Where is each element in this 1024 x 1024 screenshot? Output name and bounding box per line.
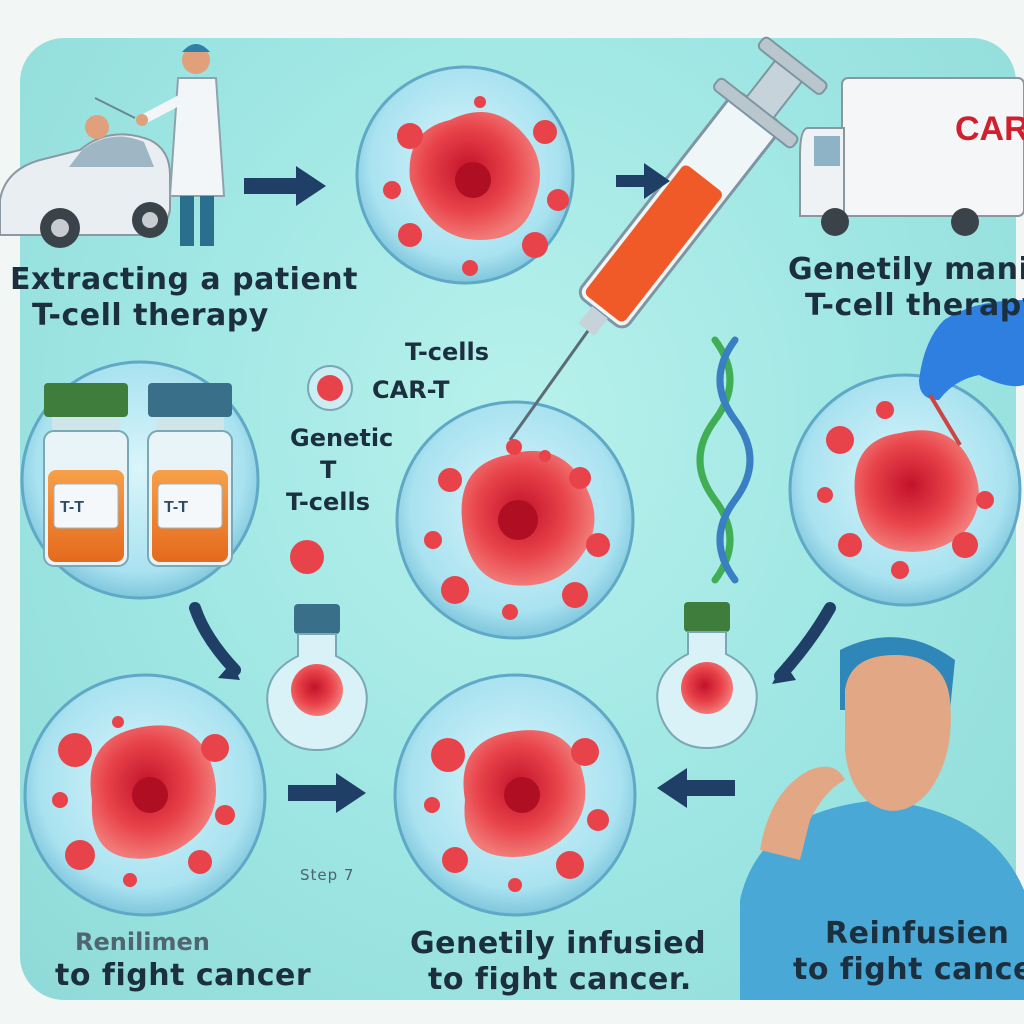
dish-right-middle <box>788 373 1022 607</box>
arrow-icon <box>288 773 366 813</box>
arrow-icon <box>772 662 796 684</box>
left-bottom-line1: Renilimen <box>75 928 210 956</box>
vial-label-right: T-T <box>164 499 188 516</box>
extracting-title-line1: Extracting a patient <box>10 262 358 297</box>
right-bottom-line1: Reinfusien <box>825 916 1010 951</box>
dish-bottom-left <box>23 673 267 917</box>
center-bottom-line1: Genetily infusied <box>410 926 707 961</box>
arrow-icon <box>657 768 735 808</box>
cell-icon <box>290 540 324 574</box>
surgeon-icon <box>740 637 1024 1000</box>
vial-icon <box>43 383 129 567</box>
genetic-line2: T <box>320 456 337 484</box>
t-cells-caption: T-cells <box>405 338 490 366</box>
step-label: Step 7 <box>300 866 355 884</box>
syringe-icon <box>506 36 828 455</box>
extracting-title-line2: T-cell therapy <box>32 298 269 333</box>
truck-icon <box>799 77 1024 236</box>
car-icon <box>0 115 171 248</box>
dish-bottom-center <box>393 673 637 917</box>
genetic-line1: Genetic <box>290 424 394 452</box>
center-bottom-line2: to fight cancer. <box>428 962 692 997</box>
truck-logo-text: CAR- <box>955 110 1024 148</box>
doctor-icon <box>94 44 226 246</box>
right-bottom-line2: to fight cancer <box>793 952 1024 987</box>
left-bottom-line2: to fight cancer <box>55 958 312 993</box>
arrow-icon <box>616 163 670 199</box>
vial-icon <box>147 383 233 567</box>
dish-center <box>395 400 635 640</box>
car-t-label: CAR-T <box>372 376 450 404</box>
flask-icon <box>266 604 368 752</box>
arrow-icon <box>774 602 836 682</box>
vials-dish-left <box>20 360 260 600</box>
genetic-line3: T-cells <box>286 488 371 516</box>
vial-label-left: T-T <box>60 499 84 516</box>
dish-top-center <box>355 65 575 285</box>
genetily-title-line2: T-cell therapy <box>805 288 1024 323</box>
arrow-icon <box>218 662 240 680</box>
flask-icon <box>656 602 758 750</box>
genetily-title-line1: Genetily mani <box>788 252 1024 287</box>
gloved-hand-icon <box>919 300 1024 447</box>
arrow-icon <box>189 602 241 676</box>
arrow-icon <box>244 166 326 206</box>
dna-icon <box>696 336 754 584</box>
